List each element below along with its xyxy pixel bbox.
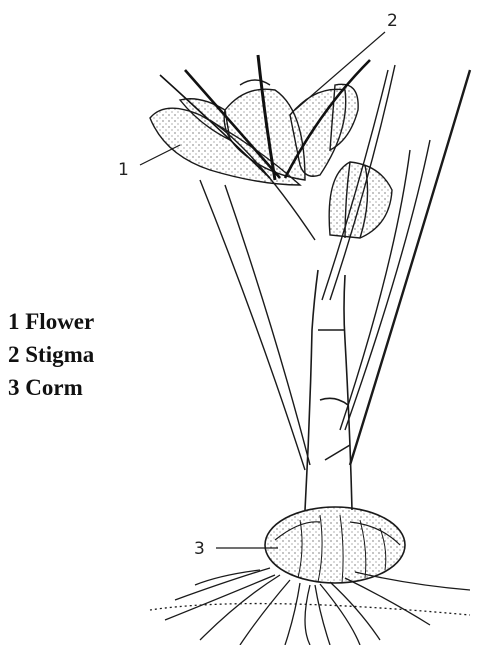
svg-text:1: 1 (118, 160, 129, 180)
svg-text:3: 3 (194, 539, 205, 559)
svg-text:2: 2 (387, 11, 398, 31)
corm-illustration (265, 507, 405, 583)
callout-flower: 1 (118, 145, 180, 180)
stem (305, 270, 352, 510)
open-flower (150, 80, 358, 185)
flower-bud (329, 162, 392, 238)
